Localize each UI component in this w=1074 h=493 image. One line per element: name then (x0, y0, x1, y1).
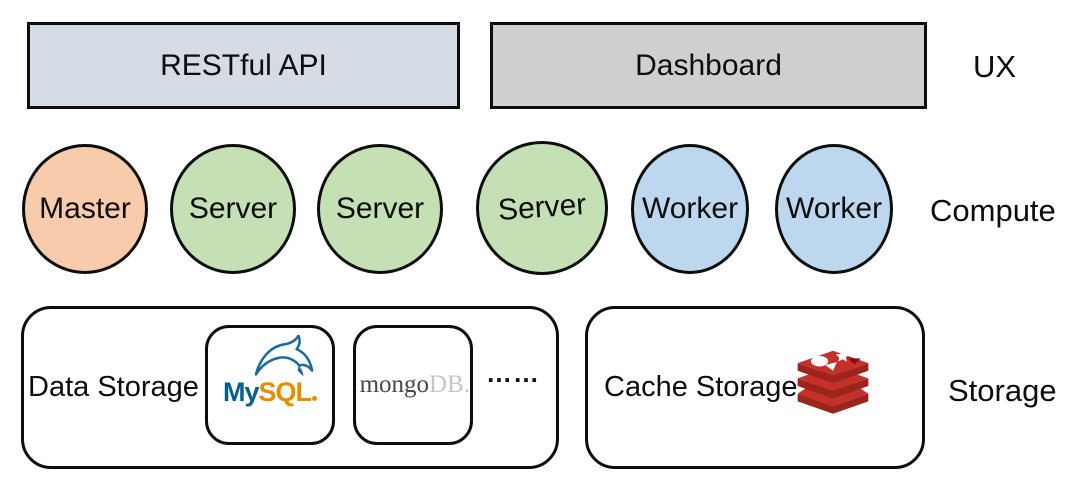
mysql-dolphin-icon (254, 335, 314, 377)
dashboard-box: Dashboard (490, 22, 927, 109)
mysql-wordmark-my: My (222, 377, 260, 407)
server-node-label: Server (335, 192, 425, 225)
dashboard-label: Dashboard (635, 48, 782, 82)
restful-api-label: RESTful API (160, 48, 327, 82)
compute-row-label: Compute (930, 193, 1056, 228)
mongodb-card: mongoDB. (353, 325, 473, 445)
mysql-trademark-dot (312, 396, 318, 401)
server-node-2: Server (317, 144, 443, 274)
master-node-label: Master (39, 192, 131, 225)
server-node-1: Server (170, 144, 296, 274)
storage-row-label: Storage (948, 373, 1057, 408)
mysql-wordmark-sql: SQL (258, 377, 313, 407)
mongodb-wordmark-mongo: mongo (359, 371, 430, 398)
cache-storage-box (585, 306, 925, 469)
mongodb-leaf-icon (356, 384, 357, 386)
master-node: Master (22, 144, 148, 274)
server-node-label: Server (188, 192, 278, 225)
worker-node-label: Worker (785, 192, 883, 225)
mongodb-wordmark-db: DB (429, 371, 464, 398)
server-node-3: Server (476, 141, 608, 275)
ux-row-label: UX (973, 49, 1017, 84)
server-node-label: Server (496, 187, 588, 228)
worker-node-1: Worker (631, 144, 749, 274)
redis-icon (797, 349, 869, 414)
data-storage-label: Data Storage (28, 371, 199, 403)
mysql-wordmark: MySQL (208, 376, 332, 408)
more-databases-dots: …… (486, 358, 540, 388)
restful-api-box: RESTful API (27, 22, 460, 109)
mysql-card: MySQL (205, 325, 335, 445)
mongodb-wordmark: mongoDB. (360, 371, 470, 399)
worker-node-label: Worker (641, 192, 739, 225)
worker-node-2: Worker (775, 144, 893, 274)
cache-storage-label: Cache Storage (604, 371, 798, 403)
mongodb-wordmark-dot: . (463, 371, 470, 398)
